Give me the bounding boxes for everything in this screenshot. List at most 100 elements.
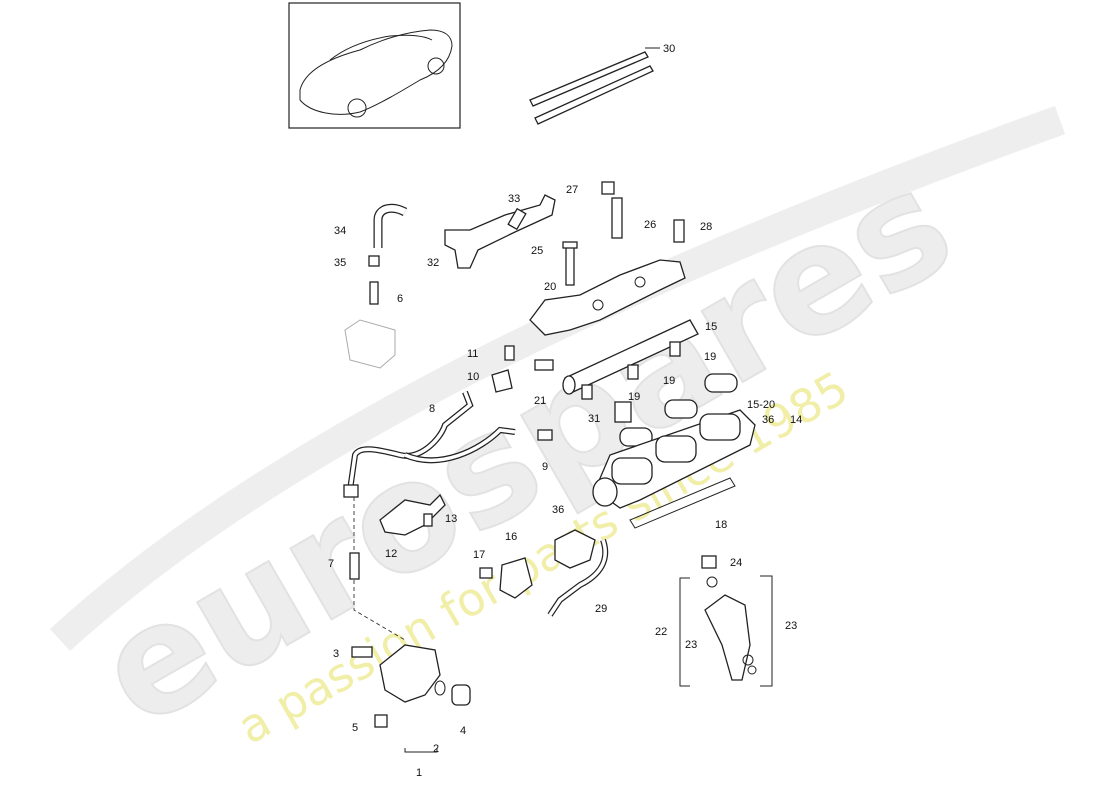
sensor-21: [534, 359, 554, 371]
bracket-12-body: [379, 493, 446, 536]
callout-12: 12: [385, 548, 397, 560]
car-body: [299, 29, 453, 115]
high-pressure-pump: [351, 644, 471, 753]
watermark-swoosh: [49, 105, 1066, 652]
callout-36-b: 36: [552, 504, 564, 516]
clamp-10: [491, 369, 513, 393]
callout-36-a: 36: [762, 414, 774, 426]
high-pressure-line-34: [344, 203, 408, 369]
line-nut: [343, 484, 359, 498]
stud-26: [611, 197, 623, 239]
callout-4: 4: [460, 725, 466, 737]
callout-15-20: 15-20: [747, 399, 775, 411]
callout-7: 7: [328, 558, 334, 570]
callout-23-b: 23: [785, 620, 797, 632]
callout-labels: 30 33 27 26 28 34 32 25 35 6 20 15 11 19…: [328, 43, 802, 779]
union-9: [537, 429, 553, 441]
bracket-23: [760, 575, 773, 687]
callout-3: 3: [333, 648, 339, 660]
intake-manifold: [592, 373, 756, 529]
rail-bracket-hole: [634, 276, 646, 288]
rail-bracket-20: [529, 259, 686, 336]
callout-14: 14: [790, 414, 802, 426]
callout-1: 1: [416, 767, 422, 779]
callout-23-a: 23: [685, 639, 697, 651]
rail-bracket-body: [529, 259, 686, 336]
car-front-wheel: [347, 98, 367, 118]
injector-body: [704, 594, 751, 681]
sensor-group: [491, 345, 554, 393]
callout-2: 2: [433, 743, 439, 755]
callout-11: 11: [467, 348, 478, 360]
rail-nozzle: [581, 384, 593, 400]
port-c: [611, 457, 653, 485]
callout-22: 22: [655, 626, 667, 638]
callout-18: 18: [715, 519, 727, 531]
fitting-7: [349, 497, 406, 641]
cable-tie-lower: [534, 65, 654, 125]
callout-31: 31: [588, 413, 600, 425]
injector-group: [679, 555, 773, 687]
screw-25-head: [562, 241, 578, 249]
callout-17: 17: [473, 549, 485, 561]
callout-32: 32: [427, 257, 439, 269]
manifold-end: [592, 477, 618, 507]
upper-fasteners: [562, 181, 685, 286]
cable-ties: [529, 47, 660, 125]
hose-29: [548, 539, 607, 616]
callout-19-c: 19: [628, 391, 640, 403]
callout-13: 13: [445, 513, 457, 525]
port-a: [699, 413, 741, 441]
callout-30: 30: [663, 43, 675, 55]
callout-19-a: 19: [704, 351, 716, 363]
cap-24: [701, 555, 717, 569]
pump-body: [379, 644, 441, 703]
callout-27: 27: [566, 184, 578, 196]
bolt-3: [351, 646, 373, 658]
nut-35: [368, 255, 380, 267]
plug-5: [374, 714, 388, 728]
fuel-line-8: [343, 390, 553, 498]
fitting-7-body: [349, 552, 360, 580]
callout-35: 35: [334, 257, 346, 269]
pipe-34: [374, 205, 407, 248]
rail-bracket-hole: [592, 299, 604, 311]
screw-28: [673, 219, 685, 243]
rail-nozzle: [627, 364, 639, 380]
callout-19-b: 19: [663, 375, 675, 387]
callout-28: 28: [700, 221, 712, 233]
gasket-19-b: [664, 399, 698, 419]
bracket-32: [444, 194, 556, 269]
callout-24: 24: [730, 557, 742, 569]
fuel-line-core: [348, 391, 473, 491]
callout-15: 15: [705, 321, 717, 333]
callout-26: 26: [644, 219, 656, 231]
cable-tie-upper: [529, 51, 649, 107]
callout-10: 10: [467, 371, 479, 383]
bracket-12: [379, 493, 446, 536]
gasket-19-a: [704, 373, 738, 393]
screw-25: [565, 244, 575, 286]
callout-29: 29: [595, 603, 607, 615]
fuel-rail-end: [562, 375, 576, 395]
o-ring: [742, 654, 754, 666]
bracket-22: [679, 577, 690, 687]
pump-ghost: [344, 319, 396, 369]
connection-dash: [353, 580, 406, 641]
bracket-1: [404, 748, 438, 753]
screw-11: [504, 345, 515, 361]
car-thumbnail: [288, 2, 461, 129]
o-ring: [706, 576, 718, 588]
fuel-line-branch: [404, 428, 516, 462]
callout-34: 34: [334, 225, 346, 237]
callout-21: 21: [534, 395, 546, 407]
valve-36: [554, 529, 596, 569]
watermark-brand: eurospares: [71, 136, 979, 761]
port-b: [655, 435, 697, 463]
union-6: [369, 281, 379, 305]
o-ring: [747, 665, 757, 675]
valve-group: [479, 529, 609, 617]
screw-17: [479, 567, 493, 579]
